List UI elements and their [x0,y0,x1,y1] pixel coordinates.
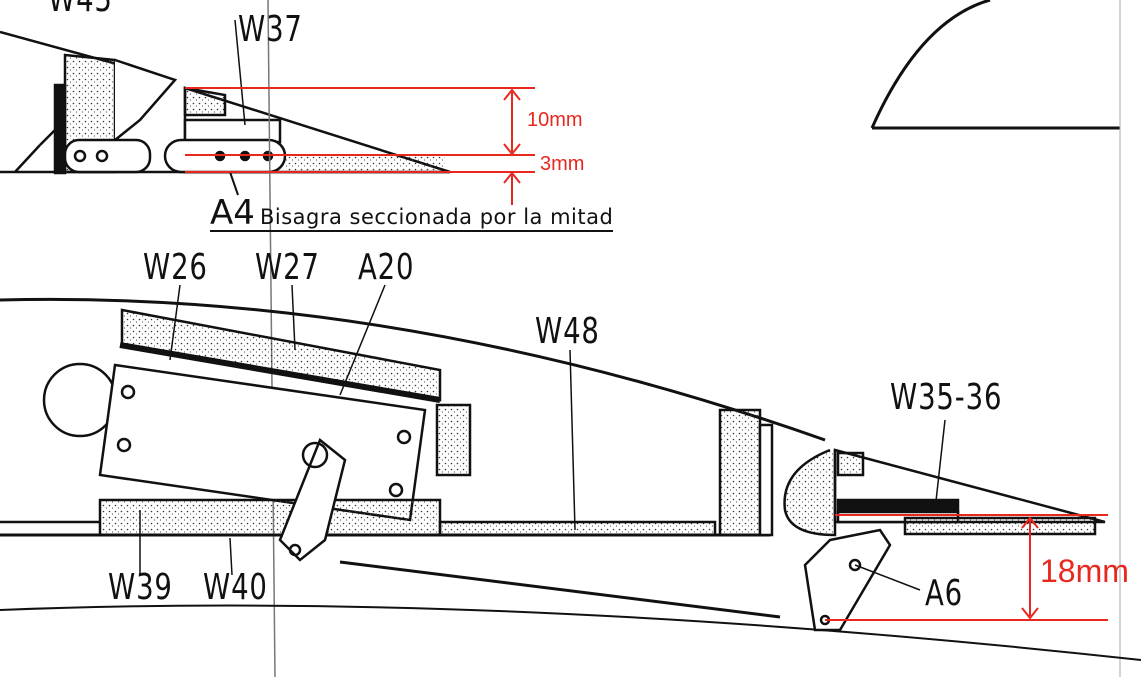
dimension-10mm: 10mm [527,109,583,131]
dimension-lines [185,87,1108,621]
label-w40: W40 [203,567,268,608]
label-w48: W48 [535,311,600,352]
label-w37: W37 [238,9,303,50]
hinge-caption: A4 Bisagra seccionada por la mitad [210,193,614,233]
label-w26: W26 [143,247,208,288]
label-w45: W45 [48,0,113,18]
caption-text: Bisagra seccionada por la mitad [259,205,614,229]
label-a4: A4 [210,193,255,233]
label-a20: A20 [358,247,415,288]
label-w35-36: W35-36 [890,377,1003,418]
dimension-3mm: 3mm [540,153,585,175]
label-a6: A6 [925,573,964,614]
label-w39: W39 [108,567,173,608]
label-w27: W27 [255,247,320,288]
dimension-18mm: 18mm [1040,553,1129,589]
